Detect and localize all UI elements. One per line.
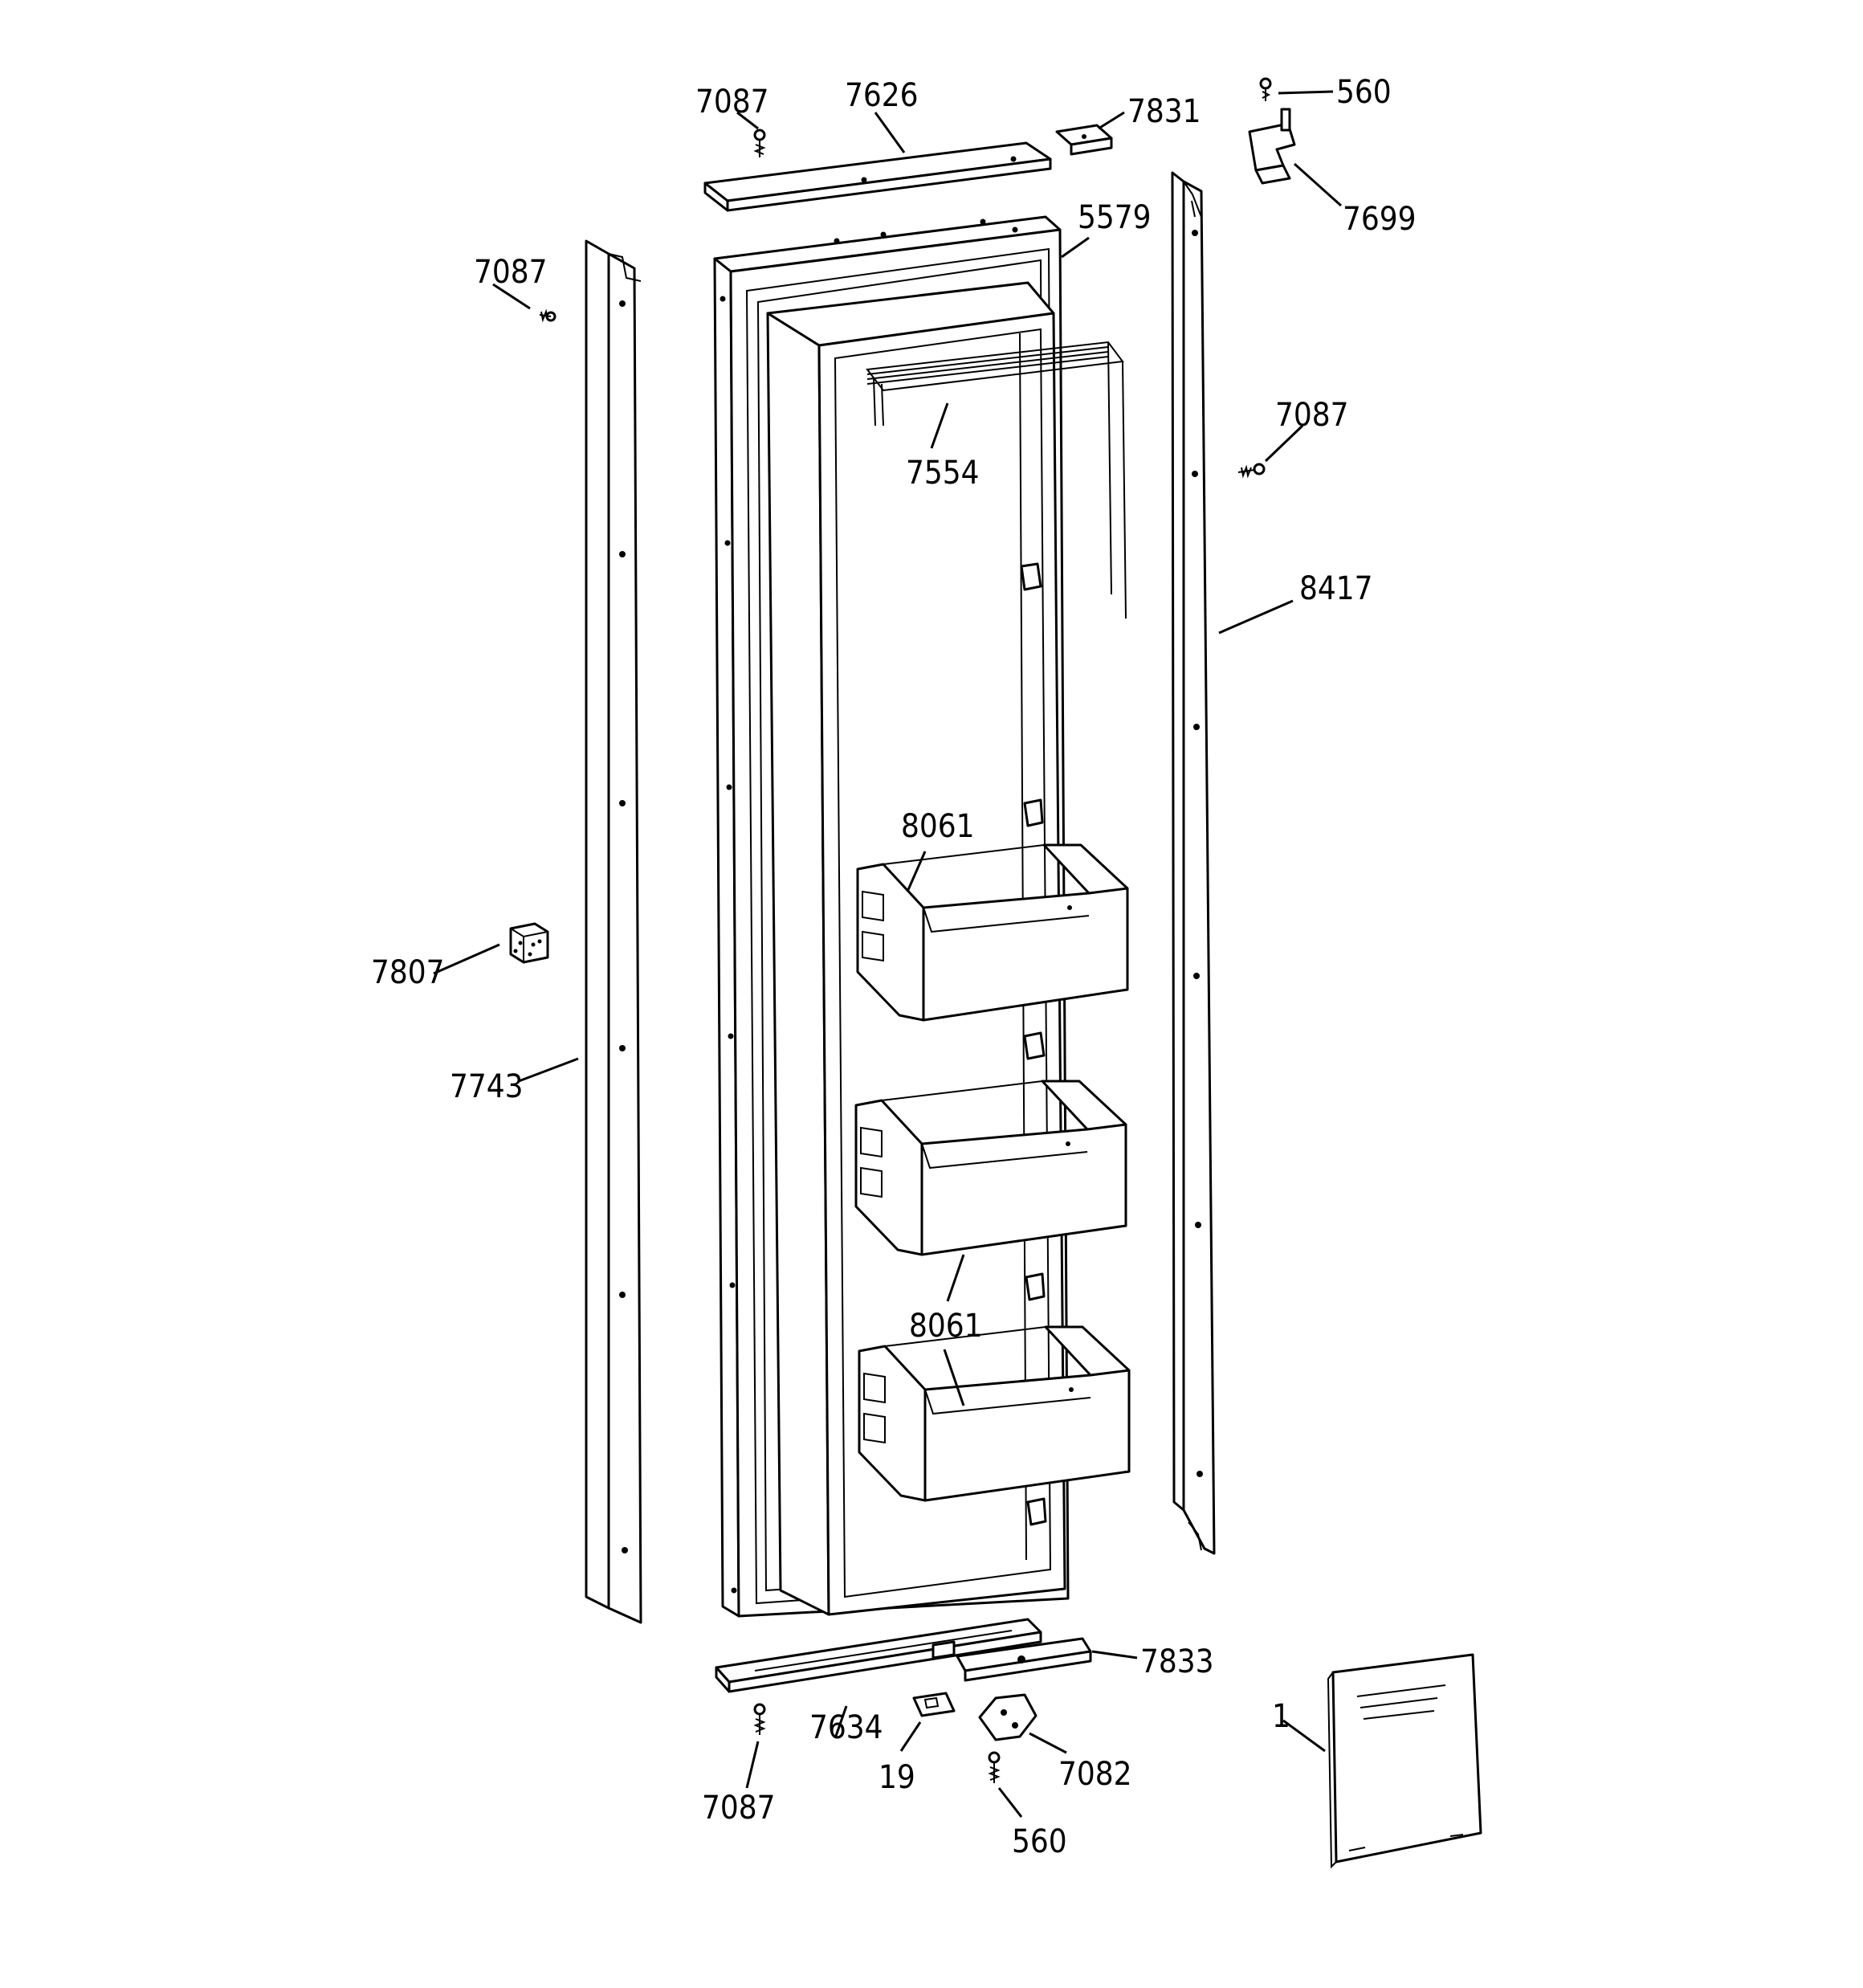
part-8061-door-bin-upper [856,843,1129,1022]
callout-19: 19 [879,1759,915,1796]
part-8417-right-trim [1171,171,1216,1555]
screw-560-bottom [988,1751,1001,1783]
callout-7743: 7743 [450,1068,524,1105]
callout-8417: 8417 [1299,570,1373,607]
callout-1: 1 [1272,1698,1290,1735]
callout-7634: 7634 [809,1709,883,1746]
screw-7087-left [539,308,556,323]
part-7833-hinge-cover [932,1637,1092,1682]
callout-7087-bottom: 7087 [702,1790,776,1827]
part-7807-cube [509,922,549,964]
part-8061-door-bin-lower [858,1325,1131,1502]
callout-8061-middle: 8061 [909,1308,983,1345]
screw-7087-right [1237,463,1266,479]
screw-7087-bottom [753,1703,766,1735]
callout-7087-left: 7087 [474,254,548,291]
part-7082-hinge-plate [978,1693,1037,1741]
callout-8061-upper: 8061 [901,808,975,845]
part-7831-bracket [1055,124,1113,156]
callout-7082: 7082 [1058,1756,1132,1793]
leader-lines [433,90,1343,1818]
part-1-owners-manual [1327,1653,1482,1869]
part-7743-left-trim [585,239,642,1624]
screw-560-top [1259,77,1272,101]
callout-560-bottom: 560 [1012,1823,1067,1860]
part-7554-gasket [866,341,1127,619]
callout-labels: 7087 7626 7831 560 7699 5579 7087 7087 7… [371,74,1417,1860]
callout-7626: 7626 [845,77,919,114]
callout-7699: 7699 [1343,201,1417,238]
callout-7087-right: 7087 [1275,397,1349,434]
part-7699-hinge [1248,108,1296,185]
part-7626-top-trim [703,141,1052,212]
callout-5579: 5579 [1078,199,1152,236]
callout-7807: 7807 [371,954,445,991]
callout-7554: 7554 [906,455,980,492]
callout-7833: 7833 [1140,1643,1214,1680]
callout-7087-top: 7087 [695,84,769,120]
screw-7087-top [753,129,766,157]
callout-7831: 7831 [1127,93,1201,130]
callout-560-top: 560 [1336,74,1392,111]
part-8061-door-bin-middle [854,1080,1127,1256]
part-19-clip [912,1692,956,1717]
